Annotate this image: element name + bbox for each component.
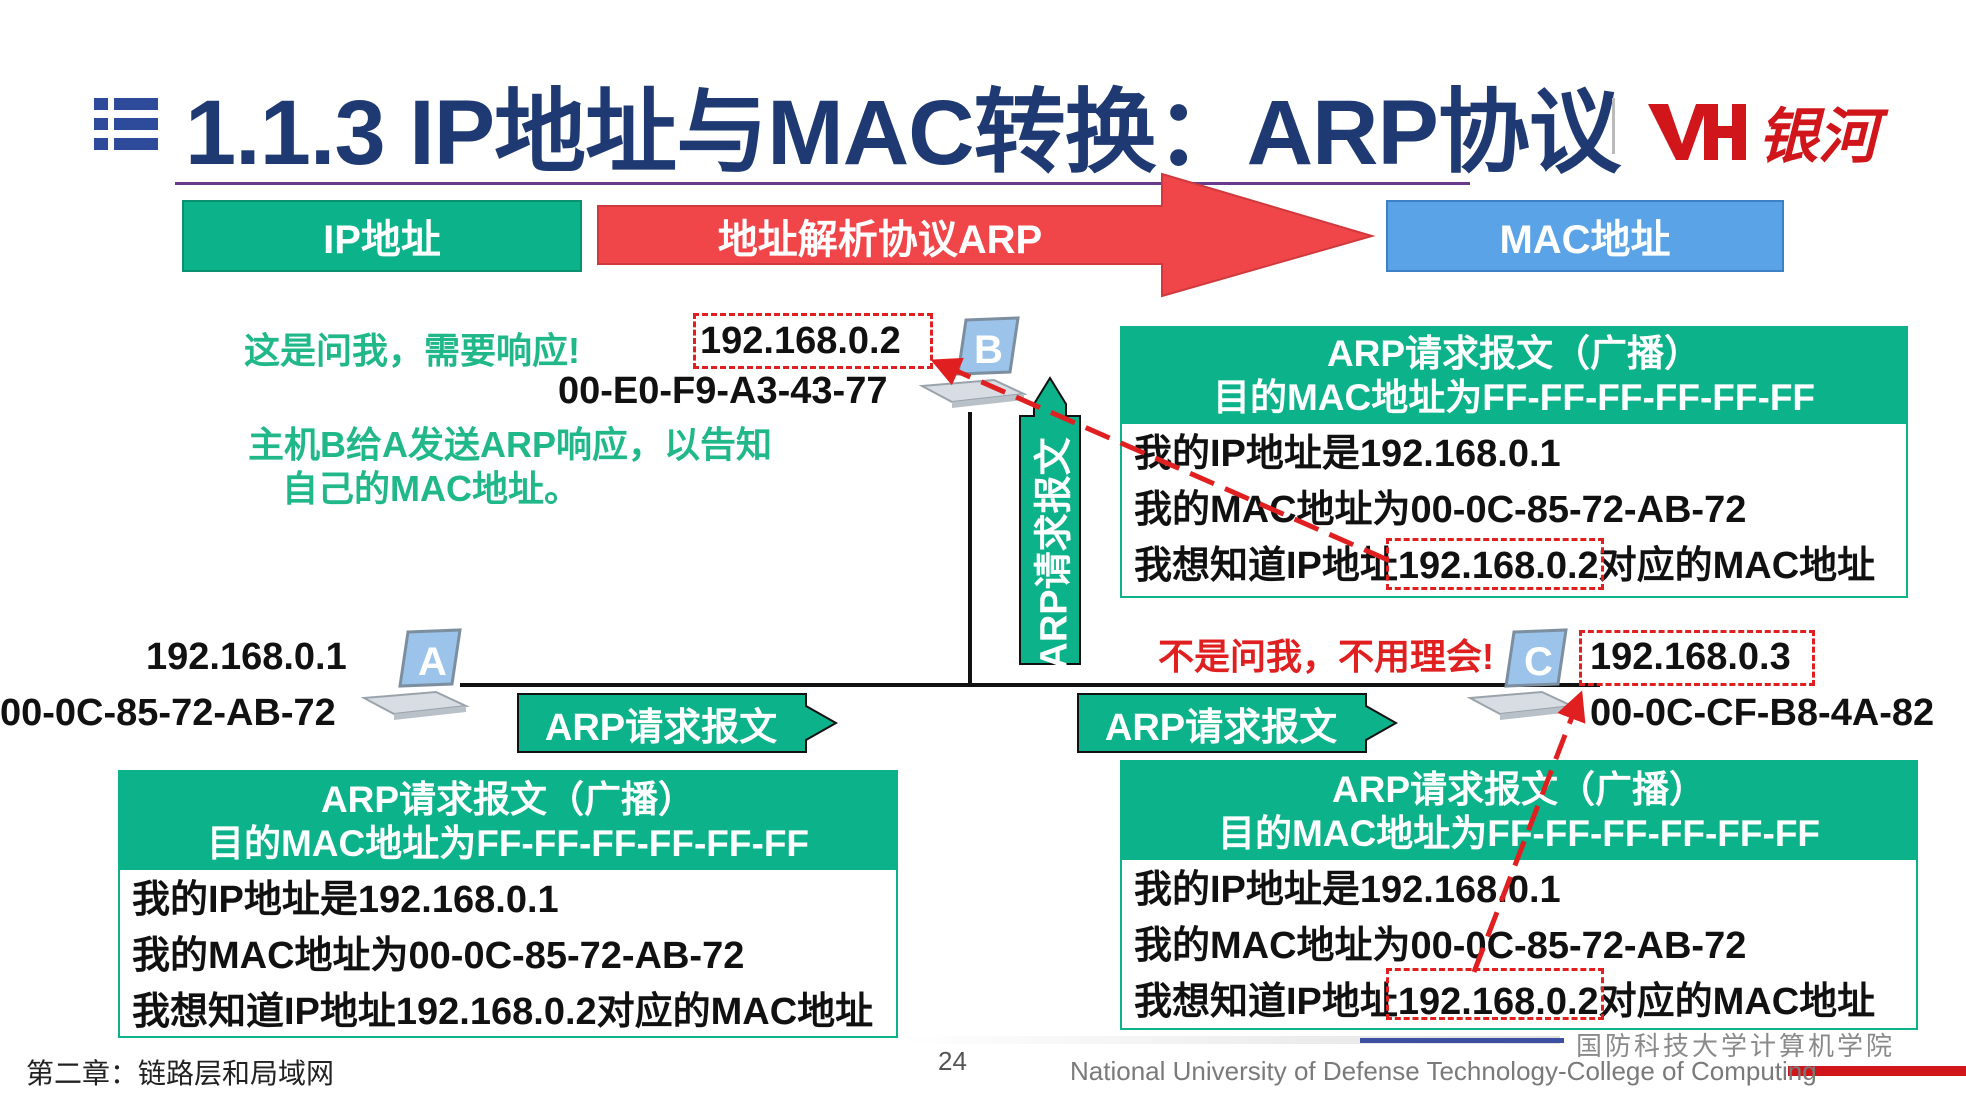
laptop-c-icon <box>1466 628 1576 720</box>
institution-en: National University of Defense Technolog… <box>1070 1056 1817 1086</box>
footer-chapter: 第二章：链路层和局域网 <box>26 1058 335 1089</box>
arp-message-head-line2: 目的MAC地址为FF-FF-FF-FF-FF-FF <box>1217 813 1821 854</box>
host-a-mac: 00-0C-85-72-AB-72 <box>0 692 336 734</box>
menu-list-icon <box>94 96 158 154</box>
host-b-mac: 00-E0-F9-A3-43-77 <box>558 370 888 412</box>
arp-message-head-line2: 目的MAC地址为FF-FF-FF-FF-FF-FF <box>206 823 810 864</box>
arp-request-right-label: ARP请求报文 <box>1104 706 1338 749</box>
arp-message-line-query: 我想知道IP地址192.168.0.2对应的MAC地址 <box>1134 981 1876 1023</box>
arp-message-box-b: ARP请求报文（广播） 目的MAC地址为FF-FF-FF-FF-FF-FF 我的… <box>1120 326 1908 598</box>
institution-cn: 国防科技大学计算机学院 <box>1576 1031 1896 1061</box>
title-underline <box>175 182 1470 185</box>
host-c-ignore-note: 不是问我，不用理会! <box>1158 636 1494 677</box>
arp-protocol-label: 地址解析协议ARP <box>600 200 1160 272</box>
arp-message-head-line1: ARP请求报文（广播） <box>320 779 696 820</box>
host-a-ip: 192.168.0.1 <box>146 636 347 678</box>
response-dash-arrow-to-b <box>930 357 1390 563</box>
arp-message-head-line2: 目的MAC地址为FF-FF-FF-FF-FF-FF <box>1212 377 1816 418</box>
laptop-b-icon <box>918 316 1028 408</box>
ip-address-box: IP地址 <box>182 200 582 272</box>
host-b-explain-line1: 主机B给A发送ARP响应，以告知 <box>248 424 773 465</box>
target-ip-highlight-c <box>1386 968 1604 1020</box>
branch-line-b <box>968 412 972 685</box>
host-b-response-note: 这是问我，需要响应! <box>244 330 580 371</box>
arp-message-box-a: ARP请求报文（广播） 目的MAC地址为FF-FF-FF-FF-FF-FF 我的… <box>118 770 898 1038</box>
host-b-explain-line2: 自己的MAC地址。 <box>282 468 580 509</box>
host-b-ip-highlight <box>693 313 933 369</box>
arp-request-left-label: ARP请求报文 <box>544 706 778 749</box>
broadcast-dash-arrow-to-c <box>1471 690 1586 973</box>
arp-message-header: ARP请求报文（广播） 目的MAC地址为FF-FF-FF-FF-FF-FF <box>1120 326 1908 424</box>
title-divider <box>1612 98 1615 154</box>
mac-address-box: MAC地址 <box>1386 200 1784 272</box>
laptop-a-icon <box>360 628 470 720</box>
arp-message-line-mac: 我的MAC地址为00-0C-85-72-AB-72 <box>1134 925 1747 967</box>
yinhe-logo: 银河 <box>1648 88 1878 175</box>
host-a-letter: A <box>418 640 447 684</box>
network-bus-line <box>460 683 1600 687</box>
arp-message-line-query: 我想知道IP地址192.168.0.2对应的MAC地址 <box>132 991 874 1033</box>
arp-request-arrow-up <box>1019 376 1081 665</box>
arp-protocol-text: 地址解析协议ARP <box>717 218 1043 262</box>
arp-request-arrow-left <box>517 693 839 753</box>
host-b-letter: B <box>974 328 1003 372</box>
page-number: 24 <box>938 1046 967 1076</box>
arp-request-arrow-right <box>1077 693 1399 753</box>
arp-message-head-line1: ARP请求报文（广播） <box>1331 769 1707 810</box>
host-c-mac: 00-0C-CF-B8-4A-82 <box>1590 692 1935 734</box>
arp-message-box-c: ARP请求报文（广播） 目的MAC地址为FF-FF-FF-FF-FF-FF 我的… <box>1120 760 1918 1030</box>
target-ip-highlight-b <box>1386 538 1604 590</box>
arp-big-arrow <box>597 172 1376 298</box>
page-title: 1.1.3 IP地址与MAC转换：ARP协议 <box>185 82 1621 184</box>
footer-gray-bar <box>900 1036 1560 1044</box>
yinhe-logo-mark-icon <box>1648 103 1746 160</box>
arp-message-line-ip: 我的IP地址是192.168.0.1 <box>1134 433 1561 475</box>
footer-blue-bar <box>1360 1038 1564 1043</box>
arp-message-head-line1: ARP请求报文（广播） <box>1326 333 1702 374</box>
arp-message-line-ip: 我的IP地址是192.168.0.1 <box>132 879 559 921</box>
host-c-letter: C <box>1524 640 1553 684</box>
mac-address-label: MAC地址 <box>1499 218 1671 262</box>
host-c-ip-highlight <box>1579 630 1815 686</box>
arp-message-line-query: 我想知道IP地址192.168.0.2对应的MAC地址 <box>1134 545 1876 587</box>
ip-address-label: IP地址 <box>323 218 441 262</box>
host-b-ip: 192.168.0.2 <box>700 320 901 362</box>
arp-message-header: ARP请求报文（广播） 目的MAC地址为FF-FF-FF-FF-FF-FF <box>1122 762 1916 860</box>
host-c-ip: 192.168.0.3 <box>1590 636 1791 678</box>
arp-message-line-mac: 我的MAC地址为00-0C-85-72-AB-72 <box>132 935 745 977</box>
arp-message-header: ARP请求报文（广播） 目的MAC地址为FF-FF-FF-FF-FF-FF <box>120 772 896 870</box>
arp-message-line-ip: 我的IP地址是192.168.0.1 <box>1134 869 1561 911</box>
logo-text: 银河 <box>1758 102 1878 172</box>
footer-red-bar <box>1788 1066 1966 1076</box>
